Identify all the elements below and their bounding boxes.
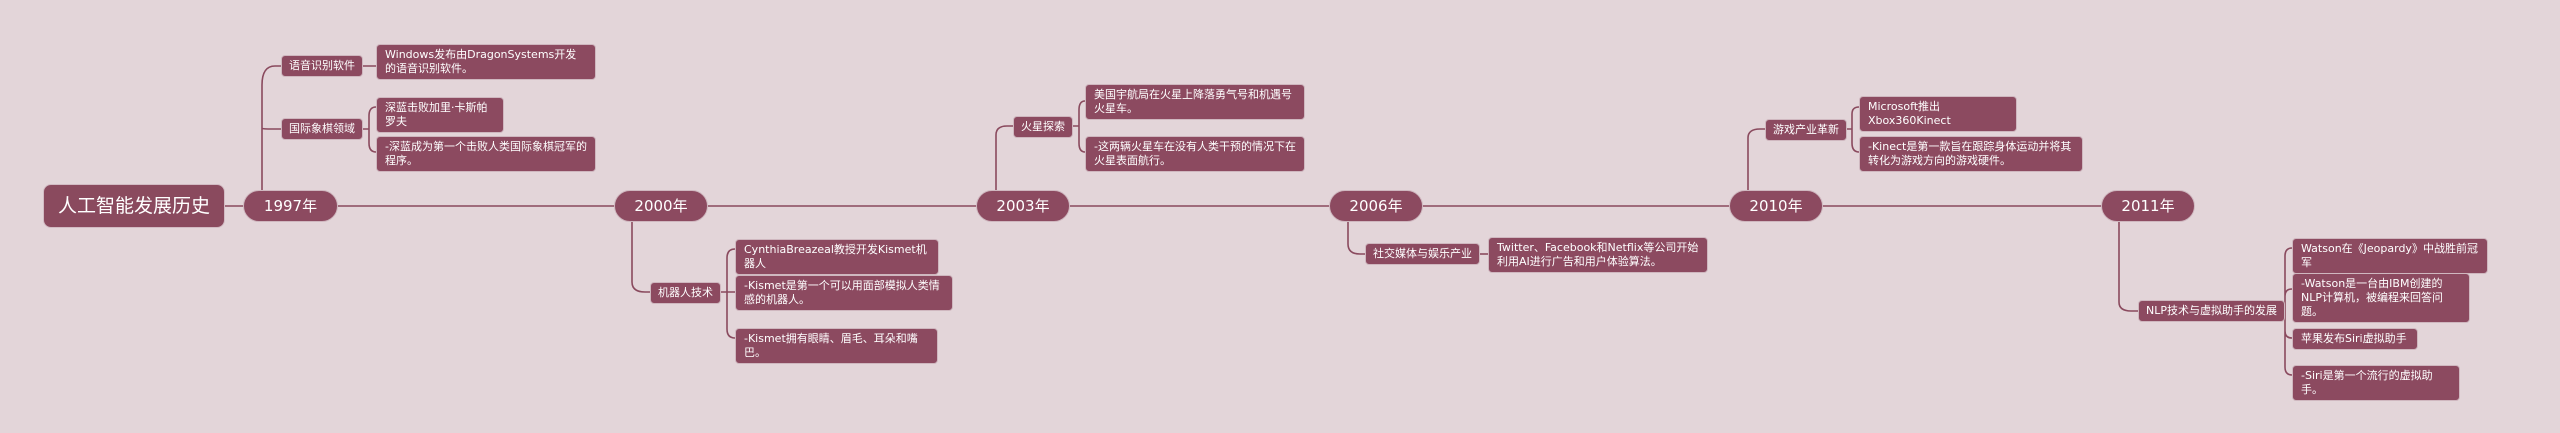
year-node-2006[interactable]: 2006年 bbox=[1329, 190, 1423, 222]
leaf-node[interactable]: Windows发布由DragonSystems开发的语音识别软件。 bbox=[376, 44, 596, 80]
topic-node[interactable]: 语音识别软件 bbox=[281, 55, 363, 77]
topic-node[interactable]: 国际象棋领域 bbox=[281, 118, 363, 140]
connector-2011 bbox=[2118, 222, 2138, 312]
leaf-node[interactable]: -深蓝成为第一个击败人类国际象棋冠军的程序。 bbox=[376, 136, 596, 172]
leaf-node[interactable]: 苹果发布Siri虚拟助手 bbox=[2292, 328, 2418, 350]
year-node-2011[interactable]: 2011年 bbox=[2101, 190, 2195, 222]
leaf-node[interactable]: -这两辆火星车在没有人类干预的情况下在火星表面航行。 bbox=[1085, 136, 1305, 172]
topic-node[interactable]: 社交媒体与娱乐产业 bbox=[1365, 243, 1480, 265]
leaf-node[interactable]: Twitter、Facebook和Netflix等公司开始利用AI进行广告和用户… bbox=[1488, 237, 1708, 273]
connector-2010-leaves bbox=[1843, 106, 1860, 153]
leaf-node[interactable]: -Kismet是第一个可以用面部模拟人类情感的机器人。 bbox=[735, 275, 953, 311]
leaf-node[interactable]: 深蓝击败加里·卡斯帕罗夫 bbox=[376, 97, 504, 133]
topic-node[interactable]: 游戏产业革新 bbox=[1765, 119, 1847, 141]
topic-node[interactable]: 火星探索 bbox=[1013, 116, 1073, 138]
topic-node[interactable]: 机器人技术 bbox=[650, 282, 721, 304]
connector-2000 bbox=[631, 222, 650, 293]
connector-2000-leaves bbox=[718, 248, 736, 339]
leaf-node[interactable]: -Kinect是第一款旨在跟踪身体运动并将其转化为游戏方向的游戏硬件。 bbox=[1859, 136, 2083, 172]
year-node-2010[interactable]: 2010年 bbox=[1729, 190, 1823, 222]
leaf-node[interactable]: -Kismet拥有眼睛、眉毛、耳朵和嘴巴。 bbox=[735, 328, 938, 364]
leaf-node[interactable]: 美国宇航局在火星上降落勇气号和机遇号火星车。 bbox=[1085, 84, 1305, 120]
year-node-2000[interactable]: 2000年 bbox=[614, 190, 708, 222]
leaf-node[interactable]: Microsoft推出Xbox360Kinect bbox=[1859, 96, 2017, 132]
year-node-2003[interactable]: 2003年 bbox=[976, 190, 1070, 222]
root-node[interactable]: 人工智能发展历史 bbox=[43, 184, 225, 228]
connector-2003-leaves bbox=[1070, 100, 1086, 153]
leaf-node[interactable]: Watson在《Jeopardy》中战胜前冠军 bbox=[2292, 238, 2488, 274]
leaf-node[interactable]: -Watson是一台由IBM创建的NLP计算机，被编程来回答问题。 bbox=[2292, 273, 2470, 323]
connector-2006 bbox=[1347, 222, 1365, 255]
topic-node[interactable]: NLP技术与虚拟助手的发展 bbox=[2138, 300, 2285, 322]
connector-1997 bbox=[261, 65, 281, 190]
year-node-1997[interactable]: 1997年 bbox=[243, 190, 338, 222]
leaf-node[interactable]: -Siri是第一个流行的虚拟助手。 bbox=[2292, 365, 2460, 401]
connector-2003 bbox=[995, 125, 1013, 190]
connector-2010 bbox=[1747, 128, 1765, 190]
leaf-node[interactable]: CynthiaBreazeal教授开发Kismet机器人 bbox=[735, 239, 939, 275]
connector-2011-leaves bbox=[2276, 247, 2293, 376]
